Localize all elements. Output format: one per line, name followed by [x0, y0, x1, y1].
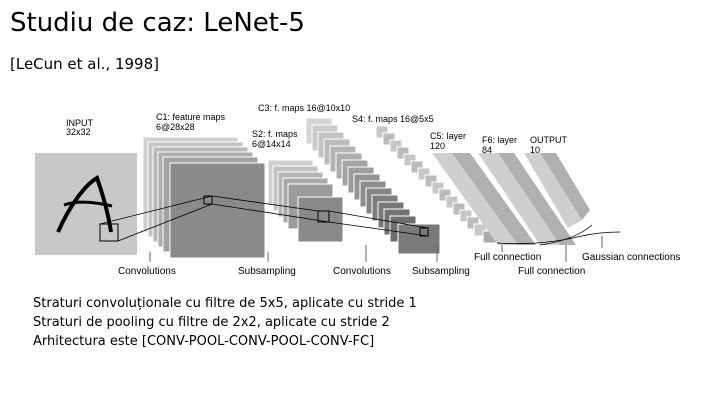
- op-subsampling-2: Subsampling: [412, 266, 470, 277]
- label-s2-1: S2: f. maps: [252, 129, 298, 139]
- label-c5-1: C5: layer: [430, 131, 466, 141]
- c1-feature-maps: [142, 136, 266, 259]
- op-full-connection-1: Full connection: [474, 252, 541, 263]
- bullet-item: Arhitectura este [CONV-POOL-CONV-POOL-CO…: [33, 334, 375, 349]
- label-f6-1: F6: layer: [482, 135, 517, 145]
- operation-ticks: [149, 236, 603, 262]
- citation: [LeCun et al., 1998]: [10, 55, 159, 73]
- slide-title: Studiu de caz: LeNet-5: [10, 8, 305, 38]
- label-input-1: INPUT: [66, 118, 94, 128]
- label-s2-2: 6@14x14: [252, 139, 291, 149]
- output-layer: [524, 153, 590, 228]
- handwritten-a: [56, 175, 113, 233]
- label-c5-2: 120: [430, 141, 445, 151]
- label-input-2: 32x32: [66, 127, 91, 137]
- label-s4: S4: f. maps 16@5x5: [352, 114, 434, 124]
- f6-layer: [478, 153, 576, 245]
- label-c1-2: 6@28x28: [156, 122, 195, 132]
- c3-feature-maps: [305, 117, 441, 255]
- label-output-2: 10: [530, 145, 540, 155]
- op-convolutions-2: Convolutions: [333, 266, 391, 277]
- bullet-item: Straturi de pooling cu filtre de 2x2, ap…: [33, 315, 390, 330]
- label-f6-2: 84: [482, 145, 492, 155]
- op-convolutions-1: Convolutions: [118, 266, 176, 277]
- bullet-list: Straturi convoluționale cu filtre de 5x5…: [33, 294, 417, 351]
- input-layer: [35, 153, 137, 255]
- bullet-item: Straturi convoluționale cu filtre de 5x5…: [33, 296, 417, 311]
- label-c1-1: C1: feature maps: [156, 112, 226, 122]
- op-gaussian-connections: Gaussian connections: [582, 252, 680, 263]
- s2-feature-maps: [267, 159, 344, 243]
- op-subsampling-1: Subsampling: [238, 266, 296, 277]
- connection-lines: [99, 195, 621, 246]
- op-full-connection-2: Full connection: [518, 266, 585, 277]
- label-c3: C3: f. maps 16@10x10: [258, 103, 350, 113]
- label-output-1: OUTPUT: [530, 135, 568, 145]
- c5-layer: [432, 153, 536, 245]
